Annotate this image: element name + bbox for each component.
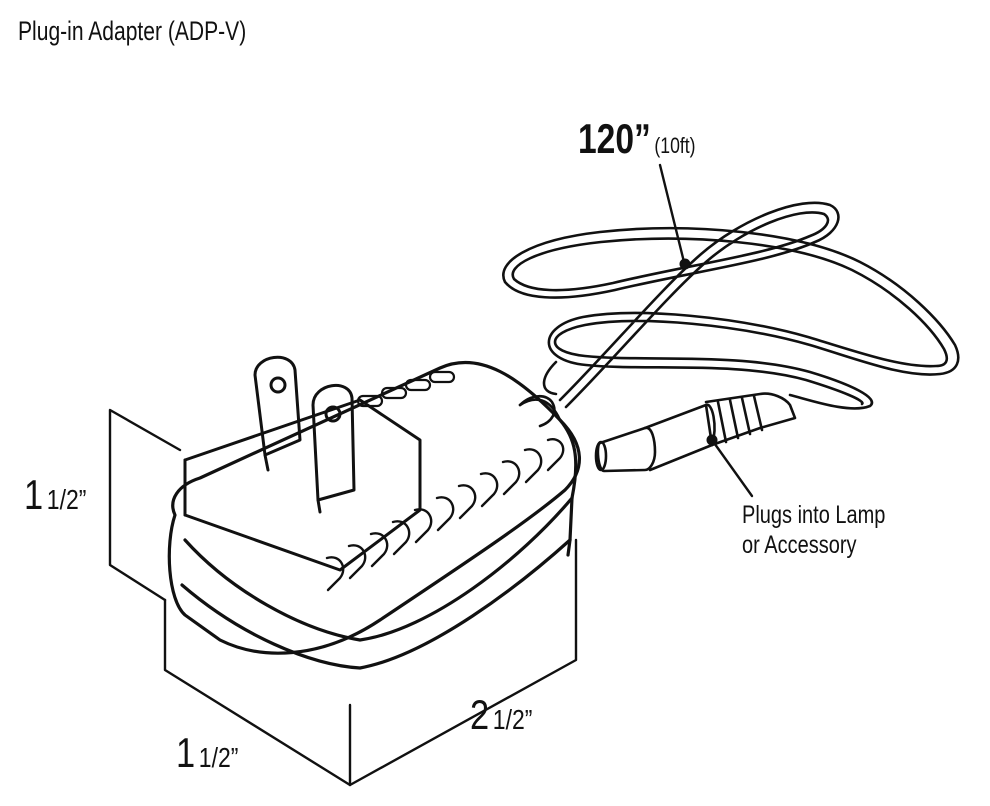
width-whole: 1 [176, 729, 196, 776]
coiled-cord [502, 201, 960, 410]
width-dimension-label: 1 1/2” [176, 732, 238, 774]
plug-callout-pointer [706, 434, 754, 498]
plug-callout-line2: or Accessory [742, 531, 857, 559]
width-fraction: 1/2” [198, 742, 239, 773]
cord-length-value: 120” [578, 115, 651, 162]
height-dimension-label: 1 1/2” [24, 474, 86, 516]
diagram-title: Plug-in Adapter (ADP-V) [18, 16, 247, 46]
height-whole: 1 [24, 471, 44, 518]
cord-length-label: 120” (10ft) [578, 118, 696, 160]
dimension-lines [108, 408, 578, 787]
plug-prongs [253, 355, 356, 514]
cord-length-pointer [658, 163, 691, 270]
length-dimension-label: 2 1/2” [470, 694, 532, 736]
side-vents [325, 438, 565, 592]
plug-callout-label: Plugs into Lamp or Accessory [742, 500, 885, 560]
plug-callout-line1: Plugs into Lamp [742, 501, 886, 529]
top-vents [356, 370, 456, 408]
height-fraction: 1/2” [46, 484, 87, 515]
cord-length-note: (10ft) [654, 133, 696, 158]
barrel-plug [594, 392, 797, 473]
length-fraction: 1/2” [492, 704, 533, 735]
adapter-body [167, 360, 581, 670]
